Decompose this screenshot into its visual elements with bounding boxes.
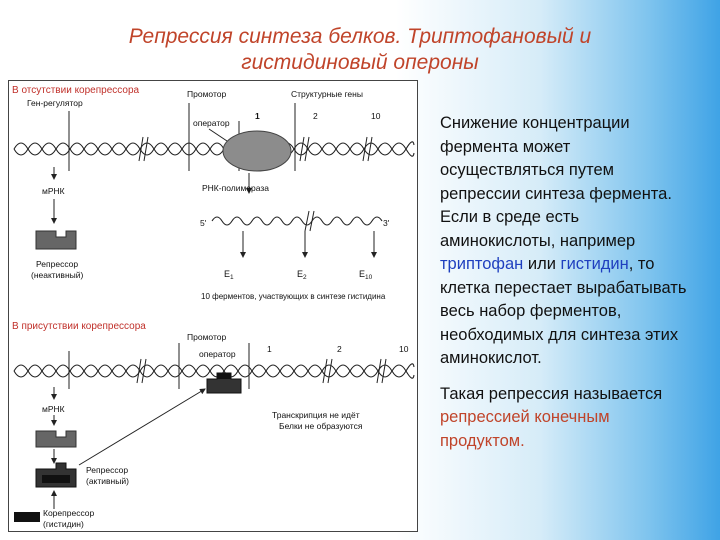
dna-strand-top-a: [14, 142, 414, 155]
enzymes-caption: 10 ферментов, участвующих в синтезе гист…: [201, 292, 386, 301]
five-prime-label: 5': [200, 218, 207, 228]
promoter-label-bottom: Промотор: [187, 332, 226, 342]
no-transcription-line-1: Транскрипция не идёт: [272, 410, 360, 420]
dna-strand-bottom-b: [14, 365, 414, 378]
title-line-1: Репрессия синтеза белков. Триптофановый …: [60, 24, 660, 50]
operator-label-bottom: оператор: [199, 349, 236, 359]
enzyme-10-label: E10: [359, 269, 373, 281]
dna-strand-bottom-a: [14, 364, 414, 377]
enzyme-1-label: E1: [224, 269, 234, 281]
promoter-label-top: Промотор: [187, 89, 226, 99]
corepressor-substance: (гистидин): [43, 519, 84, 529]
keyword-tryptophan: триптофан: [440, 255, 523, 273]
repressor-label-top: Репрессор: [36, 259, 78, 269]
operon-diagram: В отсутствии корепрессора Ген-регулятор …: [9, 81, 417, 531]
mrna-transcript: [212, 217, 382, 225]
title-line-2: гистидиновый опероны: [60, 50, 660, 76]
keyword-end-product-repression: репрессией конечным продуктом.: [440, 408, 610, 450]
explanation-text: Снижение концентрации фермента может осу…: [440, 112, 698, 465]
gene-number-10-top: 10: [371, 111, 381, 121]
operator-pointer-top: [209, 129, 227, 141]
repressor-label-bottom: Репрессор: [86, 465, 128, 475]
repressor-binding-arrow: [79, 389, 205, 465]
explanation-paragraph-1: Снижение концентрации фермента может осу…: [440, 112, 698, 371]
operon-diagram-panel: В отсутствии корепрессора Ген-регулятор …: [8, 80, 418, 532]
three-prime-label: 3': [383, 218, 390, 228]
gene-number-1-bottom: 1: [267, 344, 272, 354]
dna-strand-top-b: [14, 143, 414, 156]
explanation-paragraph-2: Такая репрессия называется репрессией ко…: [440, 383, 698, 454]
rna-polymerase-shape: [223, 131, 291, 171]
mrna-label-top: мРНК: [42, 186, 65, 196]
no-transcription-line-2: Белки не образуются: [279, 421, 363, 431]
operator-label-top: оператор: [193, 118, 230, 128]
corepressor-label: Корепрессор: [43, 508, 95, 518]
enzyme-arrows: [243, 231, 374, 257]
dna-break-marks-bottom: [137, 359, 386, 383]
gene-number-10-bottom: 10: [399, 344, 409, 354]
rna-polymerase-label: РНК-полимераза: [202, 183, 269, 193]
slide-title: Репрессия синтеза белков. Триптофановый …: [60, 24, 660, 76]
bottom-header: В присутствии корепрессора: [12, 321, 146, 332]
gene-number-2-top: 2: [313, 111, 318, 121]
regulator-gene-label: Ген-регулятор: [27, 98, 83, 108]
repressor-state-top: (неактивный): [31, 270, 84, 280]
top-header: В отсутствии корепрессора: [12, 85, 140, 96]
active-repressor-corepressor: [42, 475, 70, 483]
enzyme-2-label: E2: [297, 269, 307, 281]
gene-number-2-bottom: 2: [337, 344, 342, 354]
structural-genes-label: Структурные гены: [291, 89, 363, 99]
repressor-shape-bottom: [36, 431, 76, 447]
mrna-label-bottom: мРНК: [42, 404, 65, 414]
bound-corepressor: [217, 373, 231, 379]
gene-number-1-top: 1: [255, 111, 260, 121]
repressor-state-bottom: (активный): [86, 476, 129, 486]
inactive-repressor-shape: [36, 231, 76, 249]
keyword-histidine: гистидин: [561, 255, 629, 273]
corepressor-shape: [14, 512, 40, 522]
